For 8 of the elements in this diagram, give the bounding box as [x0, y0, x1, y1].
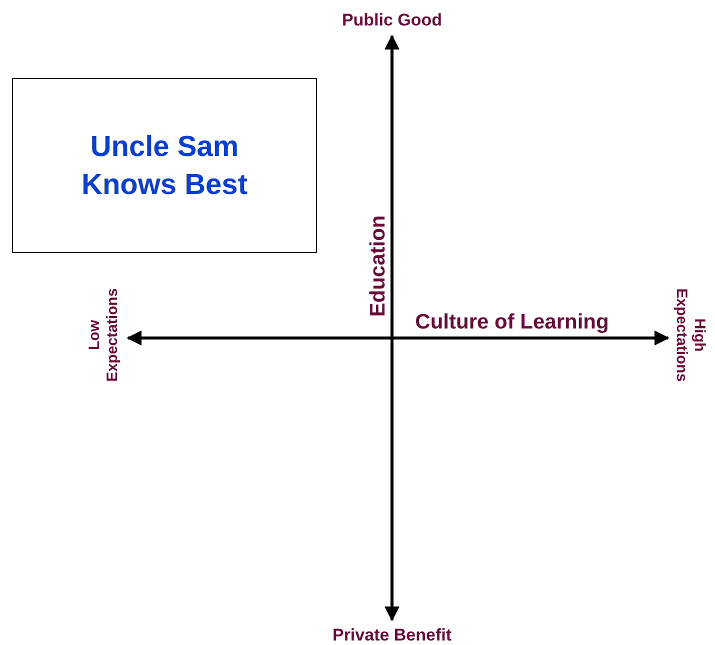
- axis-label: Private Benefit: [332, 624, 452, 645]
- axis-label: Public Good: [342, 9, 442, 32]
- box-text: Uncle Sam Knows Best: [80, 130, 248, 202]
- axis-label: High Expectations: [672, 287, 708, 384]
- axis-title: Culture of Learning: [415, 309, 609, 336]
- axis-label: Low Expectations: [86, 287, 122, 384]
- text-box: [12, 78, 317, 253]
- axis-title: Education: [365, 215, 390, 317]
